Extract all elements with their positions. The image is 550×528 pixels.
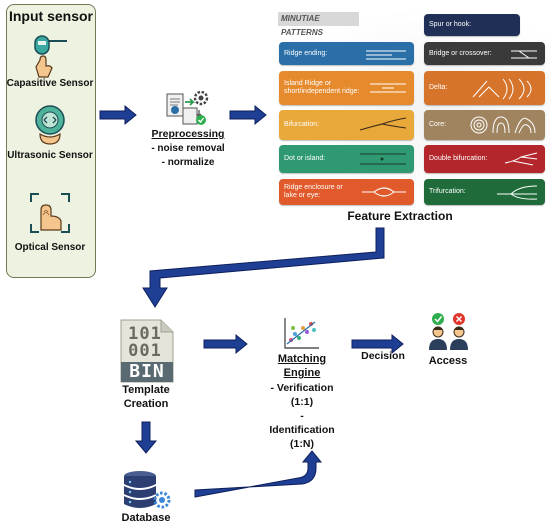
scatter-plot-icon: [281, 316, 321, 352]
pattern-double-bifurcation: Double bifurcation:: [424, 145, 545, 173]
arrow-sensor-to-preprocessing: [99, 104, 137, 126]
pattern-label: Delta:: [429, 83, 448, 91]
approved-denied-users-icon: [427, 312, 471, 352]
pattern-label: Bridge or crossover:: [429, 49, 492, 57]
optical-sensor-label: Optical Sensor: [14, 242, 86, 253]
pattern-bridge-crossover: Bridge or crossover:: [424, 42, 545, 65]
decision-label: Decision: [361, 350, 405, 362]
pattern-island-ridge: Island Ridge or short/independent ridge:: [279, 71, 414, 105]
island-ridge-glyph: [370, 83, 406, 93]
ridge-ending-glyph: [366, 50, 406, 59]
ultrasonic-sensor-icon: [28, 104, 72, 148]
ridge-enclosure-glyph: [362, 187, 406, 197]
matching-identification: Identification: [269, 424, 335, 436]
arrow-template-to-database: [134, 421, 158, 454]
double-bifurcation-glyph: [504, 152, 538, 166]
pattern-label: Bifurcation:: [284, 120, 320, 128]
pattern-spur-hook: Spur or hook:: [424, 14, 520, 36]
pattern-label: Trifurcation:: [429, 187, 466, 195]
arrow-template-to-matching: [203, 333, 248, 355]
preprocessing-step-normalize: - normalize: [161, 157, 215, 168]
input-sensor-title: Input sensor: [8, 8, 93, 24]
delta-glyph: [472, 78, 532, 100]
dot-island-glyph: [360, 153, 406, 165]
bin-file-icon: [117, 318, 177, 384]
bin-line-2: 001: [128, 341, 162, 361]
matching-verification-ratio: (1:1): [290, 396, 314, 408]
database-label: Database: [121, 512, 171, 524]
capacitive-sensor-icon: [27, 30, 73, 78]
matching-dash: -: [300, 410, 304, 422]
feature-extraction-label: Feature Extraction: [347, 209, 453, 223]
minutiae-banner: MINUTIAE PATTERNS: [278, 12, 359, 37]
pattern-bifurcation: Bifurcation:: [279, 110, 414, 140]
matching-verification: - Verification: [270, 382, 334, 394]
ultrasonic-sensor-label: Ultrasonic Sensor: [7, 150, 93, 161]
arrow-extraction-to-template: [142, 227, 385, 308]
trifurcation-glyph: [497, 185, 538, 200]
database-gear-icon: [120, 470, 172, 512]
pattern-delta: Delta:: [424, 71, 545, 105]
document-gear-icon: [163, 88, 211, 128]
access-label: Access: [428, 355, 468, 367]
arrow-database-to-matching: [194, 450, 323, 498]
pattern-label: Ridge ending:: [284, 49, 328, 57]
bridge-crossover-glyph: [511, 50, 537, 58]
pattern-label: Ridge enclosure or lake or eye:: [284, 183, 343, 199]
pattern-label: Island Ridge or short/independent ridge:: [284, 79, 360, 95]
core-glyph: [470, 116, 536, 134]
pattern-dot-island: Dot or island:: [279, 145, 414, 173]
arrow-matching-to-access: [351, 333, 404, 355]
pattern-label: Double bifurcation:: [429, 154, 488, 162]
preprocessing-title: Preprocessing: [151, 128, 225, 140]
arrow-preprocessing-to-extraction: [229, 104, 267, 126]
minutiae-background: [270, 6, 550, 208]
pattern-ridge-enclosure: Ridge enclosure or lake or eye:: [279, 179, 414, 205]
matching-title-1: Matching: [277, 353, 327, 365]
template-label-2: Creation: [123, 398, 169, 410]
capacitive-sensor-label: Capasitive Sensor: [6, 78, 94, 89]
pattern-trifurcation: Trifurcation:: [424, 179, 545, 205]
bin-line-1: 101: [128, 324, 162, 344]
optical-sensor-icon: [27, 190, 73, 236]
matching-identification-ratio: (1:N): [290, 438, 314, 450]
pattern-label: Dot or island:: [284, 154, 326, 162]
pattern-ridge-ending: Ridge ending:: [279, 42, 414, 65]
pattern-label: Spur or hook:: [429, 20, 472, 28]
template-label-1: Template: [122, 384, 170, 396]
bin-badge: BIN: [129, 361, 165, 382]
pattern-core: Core:: [424, 110, 545, 140]
matching-title-2: Engine: [283, 367, 321, 379]
pattern-label: Core:: [429, 120, 447, 128]
bifurcation-glyph: [359, 117, 407, 131]
preprocessing-step-noise: - noise removal: [151, 143, 225, 154]
